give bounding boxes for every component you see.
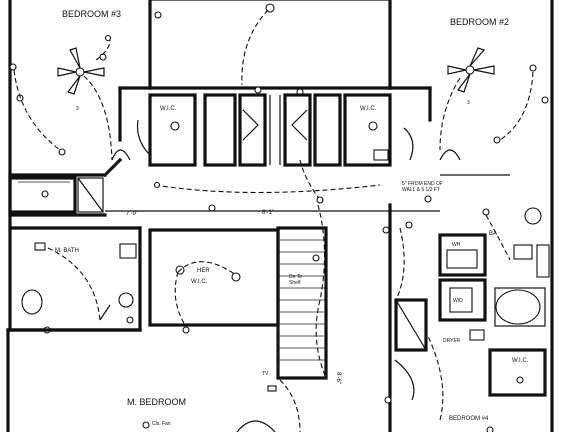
light-fixture-icon bbox=[170, 121, 180, 131]
wall-note-line2: WALL & 5 1/2 FT bbox=[402, 187, 440, 193]
toilet-icon bbox=[513, 244, 533, 260]
light-fixture-icon bbox=[516, 376, 524, 384]
hall-wiring: 5" FROM END OF WALL & 5 1/2 FT 7'-9" 8'-… bbox=[105, 159, 510, 217]
m-bedroom-label: M. BEDROOM bbox=[127, 397, 186, 407]
bedroom-3: BEDROOM #3 3 bbox=[9, 0, 152, 178]
switch-icon bbox=[104, 34, 112, 42]
cabinet-icon bbox=[119, 243, 137, 259]
dryer-icon bbox=[469, 329, 485, 341]
shower-icon bbox=[536, 244, 550, 278]
sink-icon bbox=[446, 249, 478, 269]
outlet-icon bbox=[384, 396, 392, 404]
drain-icon bbox=[41, 190, 49, 198]
washer-icon bbox=[449, 287, 473, 313]
light-fixture-icon bbox=[231, 272, 241, 282]
dimension-1: 7'-9" bbox=[126, 211, 138, 217]
wic-right-label: W.I.C. bbox=[360, 106, 377, 112]
tv-outlet-icon bbox=[267, 385, 277, 392]
switch-icon bbox=[153, 181, 161, 189]
outlet-icon bbox=[424, 195, 432, 203]
outlet-icon bbox=[405, 221, 413, 229]
master-bedroom: M. BEDROOM Cls. Fan TV bbox=[6, 328, 301, 432]
light-fixture-icon bbox=[368, 121, 378, 131]
fan-note: Cls. Fan bbox=[152, 421, 171, 427]
sink-icon bbox=[524, 207, 542, 225]
wic-br4-label: W.I.C. bbox=[512, 358, 529, 364]
light-fixture-icon bbox=[142, 421, 150, 429]
washer-label: W/D bbox=[453, 298, 463, 304]
outlet-icon bbox=[541, 96, 549, 104]
her-wic: HER W.I.C. bbox=[148, 228, 280, 334]
outlet-icon bbox=[529, 64, 537, 72]
m-bath-label: M. BATH bbox=[55, 248, 79, 254]
outlet-icon bbox=[208, 204, 216, 212]
stair-treads bbox=[278, 239, 326, 361]
outlet-icon bbox=[316, 196, 324, 204]
outlet-icon bbox=[382, 226, 390, 234]
wall-note-line1: 5" FROM END OF bbox=[402, 181, 443, 187]
sink-icon bbox=[118, 292, 134, 308]
outlet-icon bbox=[482, 208, 490, 216]
bedroom4-label: BEDROOM #4 bbox=[449, 416, 489, 422]
bedroom2-label: BEDROOM #2 bbox=[450, 17, 509, 27]
ceiling-fan-icon bbox=[57, 47, 105, 95]
her-wic-label-2: W.I.C. bbox=[191, 279, 208, 285]
master-bath: M. BATH bbox=[8, 226, 142, 334]
exterior-walls bbox=[6, 0, 554, 432]
bath-label: BA bbox=[489, 231, 497, 237]
shower-area bbox=[8, 176, 104, 214]
bedroom3-label: BEDROOM #3 bbox=[62, 9, 121, 19]
bedroom-2: BEDROOM #2 3 bbox=[388, 17, 549, 161]
bedroom-4-cluster: WH W/D DRYER BA W.I.C. BEDROOM #4 bbox=[382, 203, 550, 432]
svg-text:3: 3 bbox=[76, 106, 79, 112]
fan-icon bbox=[34, 242, 46, 251]
outlet-icon bbox=[312, 254, 320, 262]
outlet-icon bbox=[254, 86, 262, 94]
her-wic-label-1: HER bbox=[197, 268, 210, 274]
svg-text:WH: WH bbox=[452, 242, 461, 248]
stairs: Dn To Shelf 8'-6" bbox=[276, 204, 341, 384]
closet-block: W.I.C. W.I.C. bbox=[136, 93, 414, 167]
outlet-icon bbox=[154, 11, 162, 19]
center-hall bbox=[148, 0, 392, 96]
attic-note-1: Dn To bbox=[289, 274, 302, 280]
wic-left-label: W.I.C. bbox=[160, 106, 177, 112]
tub-icon bbox=[495, 289, 541, 325]
dimension-2: 8'-1" bbox=[262, 210, 274, 216]
outlet-icon bbox=[9, 63, 17, 71]
ceiling-fan-icon bbox=[447, 47, 495, 93]
switch-icon bbox=[182, 326, 190, 334]
toilet-icon bbox=[21, 289, 43, 315]
outlet-icon bbox=[493, 136, 501, 144]
dryer-label: DRYER bbox=[443, 338, 461, 344]
panel-icon bbox=[373, 149, 389, 161]
attic-note-2: Shelf bbox=[289, 280, 301, 286]
svg-text:3: 3 bbox=[467, 100, 470, 106]
outlet-icon bbox=[58, 148, 66, 156]
tv-label: TV bbox=[262, 371, 269, 377]
outlet-icon bbox=[126, 316, 134, 324]
outlet-icon bbox=[486, 426, 494, 432]
dimension-3: 8'-6" bbox=[335, 372, 341, 384]
